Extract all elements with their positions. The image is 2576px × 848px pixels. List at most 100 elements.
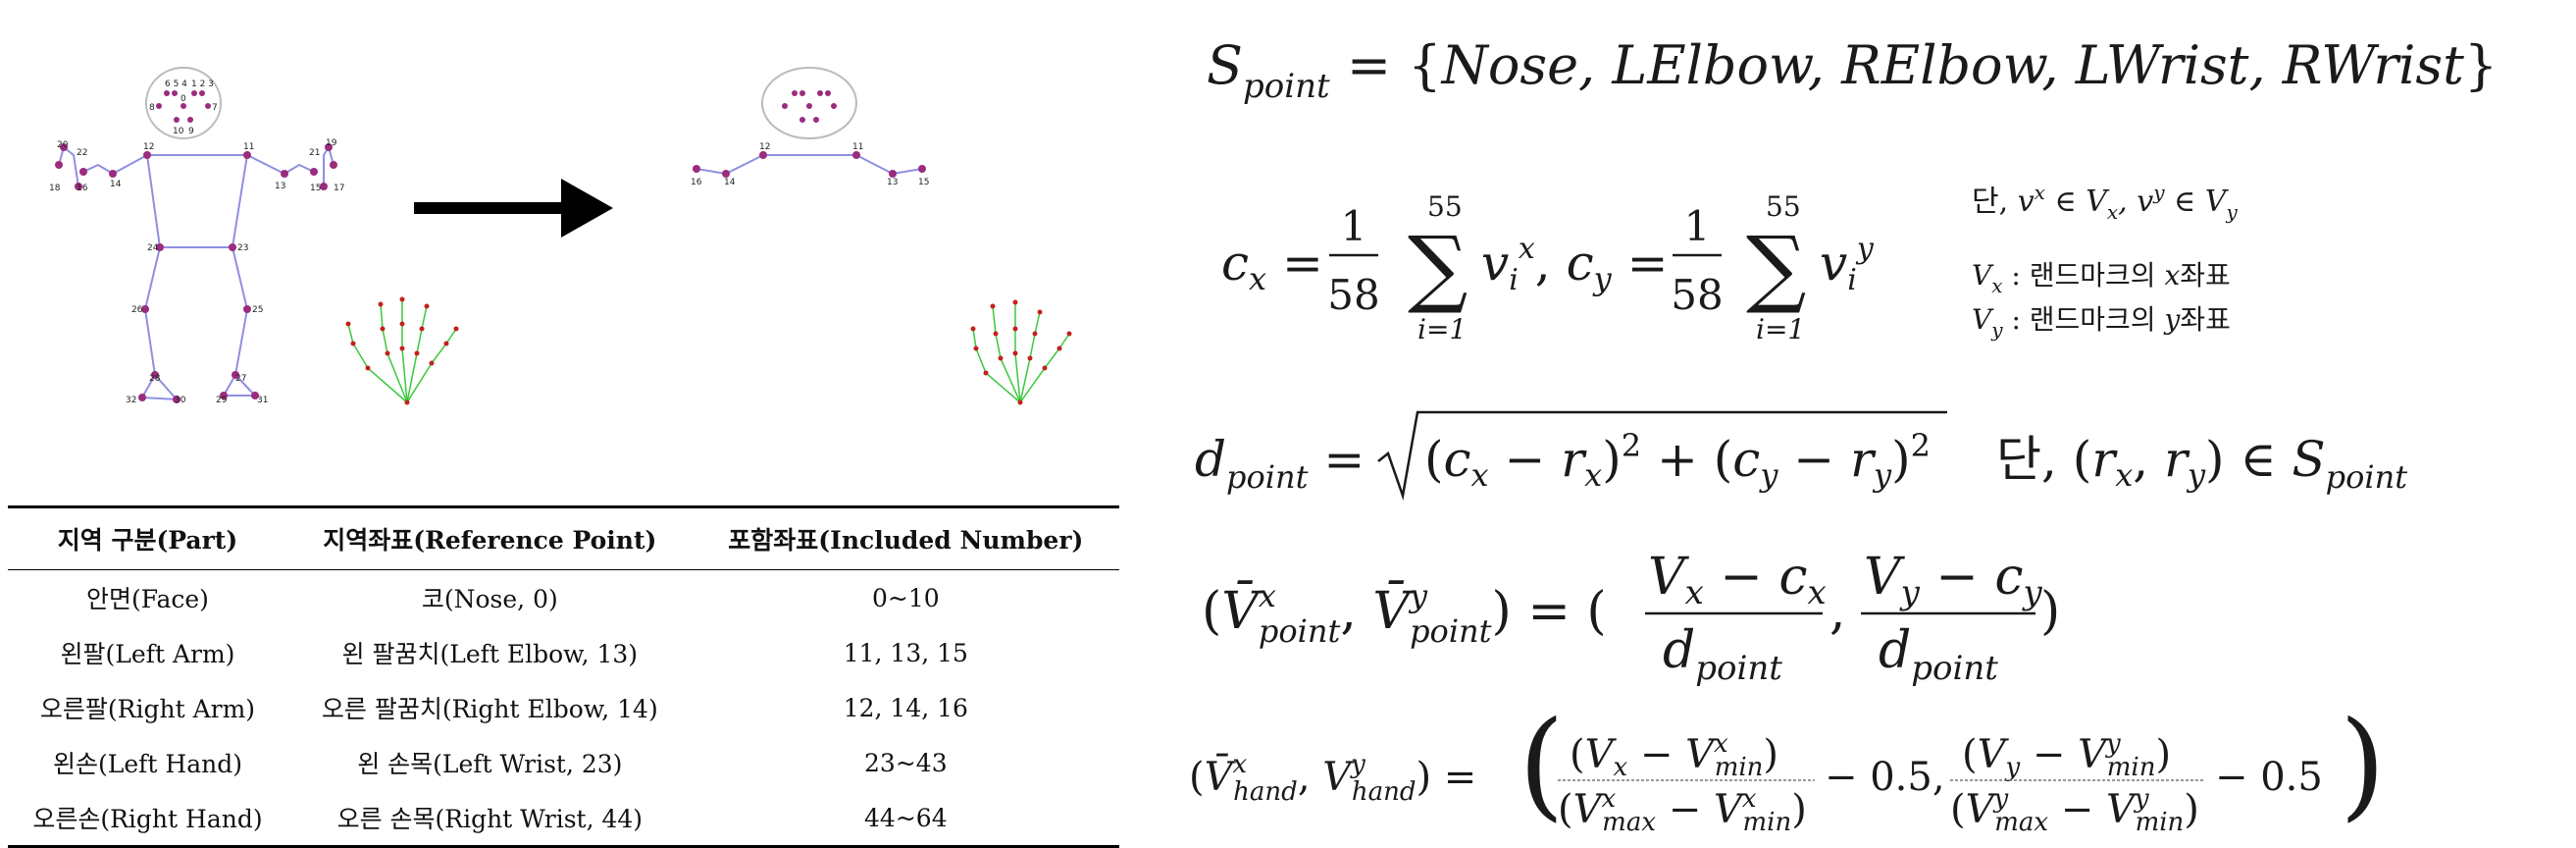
label-32: 32 [126, 396, 136, 405]
label-16: 16 [77, 184, 88, 193]
left-skeleton-joints [55, 90, 337, 403]
frac-num-2: 1 [1684, 202, 1711, 250]
sum-lower-1: i=1 [1417, 313, 1467, 345]
right-hand-points [970, 299, 1072, 405]
left-hand-landmarks [347, 299, 457, 403]
label-15: 15 [310, 184, 321, 193]
svg-text:): ) [2340, 697, 2386, 833]
label-26: 26 [131, 305, 143, 315]
label-17: 17 [334, 184, 344, 193]
label-face-0: 0 [180, 94, 186, 104]
label-31: 31 [257, 396, 268, 405]
svg-text:vix, cy =: vix, cy = [1481, 232, 1668, 297]
label-19: 19 [326, 138, 337, 148]
table-row: 안면(Face) 코(Nose, 0) 0~10 [8, 570, 1119, 626]
label-12: 12 [143, 142, 154, 152]
centroid-notes: 단, vx ∈ Vx, vy ∈ Vy Vx : 랜드마크의 x좌표 Vy : … [1972, 181, 2238, 342]
cell-reference: 오른 팔꿈치(Right Elbow, 14) [321, 695, 658, 723]
left-hand-points [345, 296, 459, 405]
label-11: 11 [243, 142, 254, 152]
cell-part: 안면(Face) [86, 585, 209, 613]
label-face-8: 8 [149, 103, 155, 113]
cell-part: 오른팔(Right Arm) [39, 695, 256, 723]
label-18: 18 [49, 184, 61, 193]
dist-note-label: 단, [1996, 431, 2057, 488]
table-header-row: 지역 구분(Part) 지역좌표(Reference Point) 포함좌표(I… [8, 505, 1119, 570]
cell-included: 12, 14, 16 [843, 693, 968, 722]
minus-half-1: − 0.5 [1825, 755, 1932, 800]
sum-upper-1: 55 [1427, 190, 1463, 223]
header-part: 지역 구분(Part) [8, 505, 287, 570]
transform-arrow [414, 179, 613, 238]
label-23: 23 [237, 243, 248, 253]
label-13: 13 [275, 182, 285, 191]
table-row: 왼팔(Left Arm) 왼 팔꿈치(Left Elbow, 13) 11, 1… [8, 625, 1119, 680]
svg-text:cx =: cx = [1221, 235, 1323, 297]
label-28: 28 [149, 374, 161, 384]
cell-reference: 왼 손목(Left Wrist, 23) [357, 750, 623, 778]
svg-text:,: , [1829, 582, 1846, 641]
minus-half-2: − 0.5 [2215, 755, 2323, 800]
svg-text:Vx − cx: Vx − cx [1648, 548, 1827, 612]
header-included-number: 포함좌표(Included Number) [692, 505, 1119, 570]
svg-text:Vy : 랜드마크의 y좌표: Vy : 랜드마크의 y좌표 [1972, 303, 2231, 342]
svg-text:dpoint: dpoint [1879, 621, 1998, 688]
label-face-9: 9 [188, 127, 194, 136]
equation-spoint: Spoint = {Nose, LElbow, RElbow, LWrist, … [1207, 34, 2498, 106]
label-29: 29 [216, 396, 228, 405]
frac-num-1: 1 [1341, 202, 1367, 250]
label-r-14: 14 [724, 178, 736, 187]
label-27: 27 [235, 374, 246, 384]
region-table: 지역 구분(Part) 지역좌표(Reference Point) 포함좌표(I… [8, 505, 1119, 848]
sum-upper-2: 55 [1766, 190, 1801, 223]
right-pose-labels: 12 11 16 14 13 15 [691, 142, 929, 187]
label-14: 14 [110, 180, 122, 189]
label-r-13: 13 [887, 178, 898, 187]
label-r-11: 11 [852, 142, 863, 152]
right-skeleton [696, 67, 923, 176]
svg-text:Spoint = {Nose, LElbow, RElbow: Spoint = {Nose, LElbow, RElbow, LWrist, … [1207, 34, 2498, 106]
equation-distance: dpoint = (cx − rx)2 + (cy − ry)2 단, (rx,… [1195, 410, 2407, 501]
svg-text:∑: ∑ [1746, 219, 1806, 317]
right-hand-landmarks [972, 302, 1070, 403]
cell-reference: 코(Nose, 0) [421, 585, 558, 613]
table-row: 오른손(Right Hand) 오른 손목(Right Wrist, 44) 4… [8, 790, 1119, 848]
cell-reference: 왼 팔꿈치(Left Elbow, 13) [341, 640, 639, 668]
svg-text:∑: ∑ [1408, 219, 1468, 317]
label-face-right-eye: 1 2 3 [191, 80, 214, 89]
left-pose-labels: 6 5 4 1 2 3 8 0 7 10 9 20 22 18 16 14 12… [49, 80, 344, 405]
label-20: 20 [57, 140, 69, 150]
label-face-10: 10 [173, 127, 184, 136]
label-24: 24 [147, 243, 159, 253]
label-face-left-eye: 6 5 4 [165, 80, 187, 89]
cell-reference: 오른 손목(Right Wrist, 44) [286, 790, 693, 848]
equation-centroid: cx = 1 58 ∑ 55 i=1 vix, cy = 1 58 ∑ 55 i… [1221, 190, 1875, 345]
cell-part: 왼팔(Left Arm) [60, 640, 235, 668]
label-21: 21 [309, 148, 320, 158]
cell-included: 0~10 [871, 583, 940, 612]
table-row: 오른팔(Right Arm) 오른 팔꿈치(Right Elbow, 14) 1… [8, 680, 1119, 735]
label-face-7: 7 [212, 103, 218, 113]
label-30: 30 [175, 396, 186, 405]
svg-text:): ) [2040, 582, 2060, 641]
cell-included: 11, 13, 15 [843, 638, 968, 667]
svg-text:dpoint =: dpoint = [1195, 431, 1365, 496]
cell-part: 왼손(Left Hand) [53, 750, 242, 778]
table-row: 왼손(Left Hand) 왼 손목(Left Wrist, 23) 23~43 [8, 735, 1119, 790]
svg-text:viy: viy [1820, 232, 1875, 297]
svg-text:Vy − cy: Vy − cy [1864, 548, 2043, 612]
svg-text:단, (rx, ry) ∈ Spoint: 단, (rx, ry) ∈ Spoint [1996, 431, 2407, 496]
equations-panel: Spoint = {Nose, LElbow, RElbow, LWrist, … [1189, 34, 2498, 837]
header-reference-point: 지역좌표(Reference Point) [286, 505, 693, 570]
frac-den-1: 58 [1327, 271, 1379, 319]
label-r-16: 16 [691, 178, 702, 187]
label-r-12: 12 [759, 142, 770, 152]
